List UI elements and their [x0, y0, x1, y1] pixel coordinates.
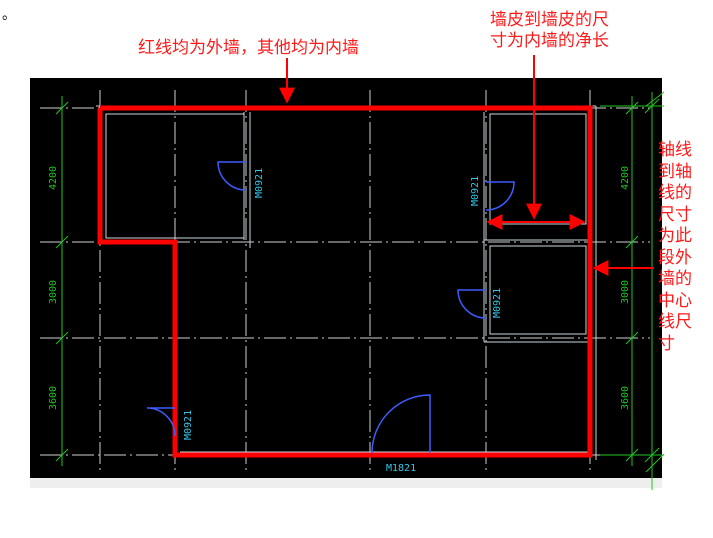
axis-note-line-6: 段外	[658, 247, 692, 268]
axis-note-line-3: 线的	[658, 183, 692, 203]
outer-wall-outline	[97, 105, 593, 458]
corner-mark: 。	[2, 7, 16, 23]
dim-tick	[55, 448, 69, 462]
axis-note-line-4: 尺寸	[658, 204, 692, 225]
dim-tick	[625, 235, 639, 249]
door-label-d5: M1821	[386, 463, 416, 474]
door-label-d1: M0921	[254, 168, 265, 198]
dimension-labels-right: 4200 3000 3600	[620, 166, 631, 410]
dim-left-3: 3600	[48, 386, 59, 410]
inner-net-note: 墙皮到墙皮的尺 寸为内墙的净长	[490, 10, 609, 52]
door-swing-d5	[371, 394, 431, 454]
axis-note-line-10: 寸	[658, 333, 675, 354]
dim-right-3: 3600	[620, 386, 631, 410]
axis-note-line-1: 轴线	[658, 140, 692, 160]
door-label-d3: M0921	[492, 288, 503, 318]
dim-right-2: 3000	[620, 280, 631, 304]
cad-canvas	[30, 78, 662, 478]
dim-left-1: 4200	[48, 166, 59, 190]
dim-tick	[55, 101, 69, 115]
axis-note-line-5: 为此	[658, 226, 692, 246]
dim-tick	[55, 331, 69, 345]
door-labels: M0921 M0921 M0921 M0921 M1821	[183, 168, 503, 474]
dimension-chain-right	[600, 92, 664, 490]
inner-wall-room-right-mid	[489, 245, 587, 335]
caption-strip	[30, 478, 662, 488]
dimension-labels-left: 4200 3000 3600	[48, 166, 59, 410]
inner-net-note-line1: 墙皮到墙皮的尺	[490, 10, 609, 30]
doors	[146, 161, 515, 454]
dim-left-2: 3000	[48, 280, 59, 304]
dim-tick-corner	[645, 453, 665, 473]
axis-note-line-8: 中心	[658, 290, 692, 311]
dim-right-1: 4200	[620, 166, 631, 190]
door-swing-d4	[146, 407, 176, 437]
dim-tick	[55, 235, 69, 249]
axis-note-line-9: 线尺	[658, 312, 692, 332]
dim-tick-corner	[645, 91, 665, 107]
door-label-d2: M0921	[470, 176, 481, 206]
axis-note-line-2: 到轴	[658, 161, 692, 182]
dim-tick	[625, 101, 639, 115]
inner-net-note-line2: 寸为内墙的净长	[490, 31, 609, 51]
axis-note-line-7: 墙的	[658, 269, 692, 289]
door-swing-d1	[217, 161, 247, 191]
door-swing-d3	[457, 289, 487, 319]
annotation-arrows	[279, 55, 654, 276]
axis-note: 轴线 到轴 线的 尺寸 为此 段外 墙的 中心 线尺 寸	[658, 140, 710, 355]
door-swing-d2	[485, 181, 515, 211]
dimension-chain-left	[55, 96, 69, 466]
door-label-d4: M0921	[183, 410, 194, 440]
dim-tick	[625, 331, 639, 345]
outer-walls-note: 红线均为外墙，其他均为内墙	[138, 38, 359, 58]
